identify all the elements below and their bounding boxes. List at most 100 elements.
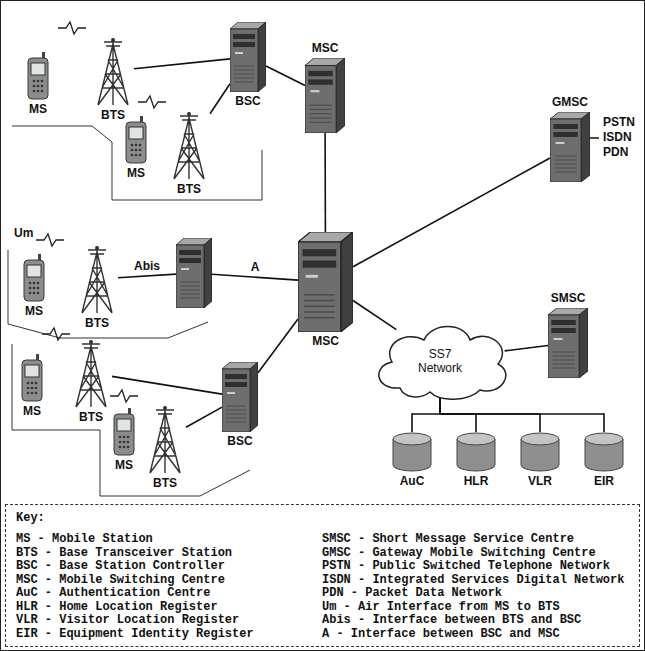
mobile-station-part [41, 80, 44, 83]
mobile-station-part [29, 287, 32, 290]
mobile-station-part [35, 382, 38, 385]
key-entry: SMSC - Short Message Service Centre [322, 533, 574, 546]
server-box-part [180, 298, 200, 299]
mobile-station-part [33, 90, 36, 93]
node-label: MSC [312, 41, 339, 55]
server-box-part [556, 142, 565, 144]
transceiver-tower-part [98, 44, 128, 105]
server-box-part [548, 315, 579, 378]
node-label: MS [127, 166, 145, 180]
transceiver-tower-part [174, 118, 204, 179]
mobile-station-part [139, 149, 142, 152]
server-box-part [304, 311, 335, 312]
server-box-part [306, 275, 318, 278]
server-box-part [553, 124, 577, 129]
server-box-part [554, 164, 576, 165]
server-box-part [235, 52, 243, 54]
server-box-part [234, 78, 254, 79]
radio-zigzag [138, 96, 166, 108]
mobile-station-part [29, 282, 32, 285]
server-box-part [554, 168, 576, 169]
server-box-part [180, 294, 200, 295]
key-entry: PSTN - Public Switched Telephone Network [322, 560, 610, 573]
server-box-part [552, 368, 574, 369]
mobile-station-part [33, 282, 36, 285]
mobile-station-part [33, 287, 36, 290]
radio-zigzag [58, 22, 86, 34]
interface-label: Abis [132, 259, 162, 273]
server-box [176, 238, 212, 308]
mobile-station-part [29, 292, 32, 295]
mobile-station-part [123, 436, 126, 439]
server-box-part [180, 282, 200, 298]
link-line [112, 376, 222, 394]
server-box-part [304, 300, 335, 301]
mobile-station-part [139, 144, 142, 147]
node-label: MSC [312, 334, 339, 348]
link-line [258, 319, 298, 373]
mobile-station-part [127, 446, 130, 449]
mobile-station-part [27, 382, 30, 385]
interface-label: PSTN [603, 115, 635, 129]
server-box-part [225, 382, 247, 387]
server-box-icon [305, 58, 345, 133]
database-cylinder-part [393, 433, 431, 445]
transceiver-tower: BTS [70, 338, 112, 408]
database-cylinder-icon [584, 432, 624, 472]
cell-outline [12, 344, 250, 496]
key-entry: GMSC - Gateway Mobile Switching Centre [322, 547, 596, 560]
link-line [353, 301, 396, 330]
mobile-station-part [131, 144, 142, 157]
mobile-station-icon [112, 408, 136, 456]
mobile-station-part [33, 292, 36, 295]
link-line [412, 398, 440, 432]
server-box-part [303, 249, 337, 256]
database-cylinder-icon [392, 432, 432, 472]
node-label: MS [23, 404, 41, 418]
server-box-part [304, 317, 335, 318]
node-label: VLR [528, 474, 552, 488]
interface-label: ISDN [603, 130, 632, 144]
server-box-part [234, 82, 254, 83]
mobile-station: MS [124, 116, 148, 164]
server-box: MSC [305, 58, 345, 133]
mobile-station-part [117, 419, 131, 431]
mobile-station-part [35, 392, 38, 395]
key-entry: AuC - Authentication Centre [16, 587, 210, 600]
mobile-station-part [131, 154, 134, 157]
server-box-part [227, 392, 235, 394]
link-line [505, 346, 548, 351]
mobile-station-icon [26, 52, 50, 100]
mobile-station-part [27, 387, 30, 390]
server-box-part [551, 328, 575, 333]
database-cylinder: AuC [392, 432, 432, 472]
mobile-station-part [135, 144, 138, 147]
interface-label: Um [14, 226, 33, 240]
server-box-part [176, 245, 204, 308]
database-cylinder-icon [520, 432, 560, 472]
mobile-station-part [135, 154, 138, 157]
server-box-part [552, 352, 574, 353]
server-box-part [258, 22, 266, 92]
mobile-station-part [24, 260, 44, 301]
server-box-part [552, 356, 574, 357]
node-label: EIR [594, 474, 614, 488]
server-box-part [309, 105, 331, 106]
link-line [212, 274, 298, 280]
node-label: MS [115, 458, 133, 472]
server-box-part [226, 414, 246, 415]
server-box-part [550, 119, 581, 182]
mobile-station-part [139, 154, 142, 157]
mobile-station-part [28, 58, 48, 99]
key-entry: BTS - Base Transceiver Station [16, 547, 232, 560]
network-cloud: SS7 Network [370, 318, 510, 400]
mobile-station-part [126, 122, 146, 163]
mobile-station-part [123, 441, 126, 444]
mobile-station-part [129, 127, 143, 139]
server-box-part [309, 113, 331, 114]
server-box-icon [176, 238, 212, 308]
mobile-station-part [31, 382, 34, 385]
server-box: GMSC [550, 112, 590, 182]
server-box-part [311, 90, 320, 92]
